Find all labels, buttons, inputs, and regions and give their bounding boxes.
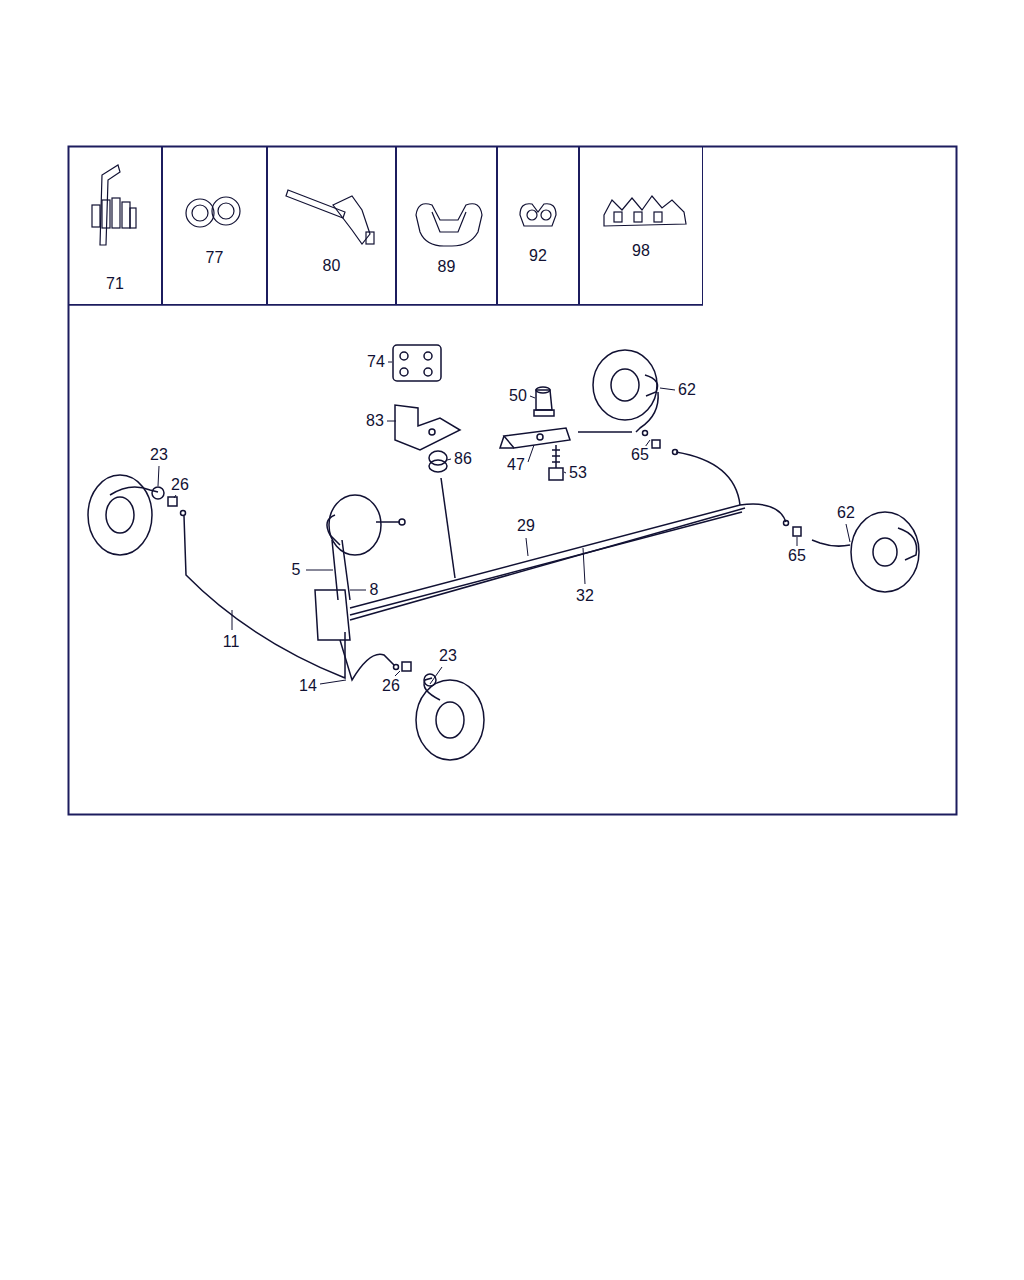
callout-number: 86	[452, 450, 474, 468]
part-cell: 77	[162, 146, 267, 305]
part-cell: 98	[579, 146, 703, 305]
callout-number: 62	[676, 381, 698, 399]
part-cell: 92	[497, 146, 579, 305]
part-cell: 71	[68, 146, 162, 305]
callout-number: 29	[515, 517, 537, 535]
callout-number: 14	[297, 677, 319, 695]
callout-number: 11	[221, 633, 242, 651]
callout-number: 74	[365, 353, 387, 371]
callout-number: 65	[786, 547, 808, 565]
callout-number: 83	[364, 412, 386, 430]
callout-number: 98	[632, 242, 650, 260]
callout-number: 77	[206, 249, 224, 267]
callout-number: 50	[507, 387, 529, 405]
callout-number: 5	[290, 561, 303, 579]
callout-number: 92	[529, 247, 547, 265]
callout-number: 89	[438, 258, 456, 276]
callout-number: 65	[629, 446, 651, 464]
part-cell: 89	[396, 146, 497, 305]
callout-number: 23	[437, 647, 459, 665]
callout-number: 62	[835, 504, 857, 522]
callout-number: 80	[323, 257, 341, 275]
part-cell: 80	[267, 146, 396, 305]
callout-number: 71	[106, 275, 124, 293]
callout-number: 47	[505, 456, 527, 474]
callout-number: 32	[574, 587, 596, 605]
callout-number: 8	[368, 581, 381, 599]
callout-number: 26	[380, 677, 402, 695]
callout-number: 23	[148, 446, 170, 464]
callout-number: 26	[169, 476, 191, 494]
callout-number: 53	[567, 464, 589, 482]
